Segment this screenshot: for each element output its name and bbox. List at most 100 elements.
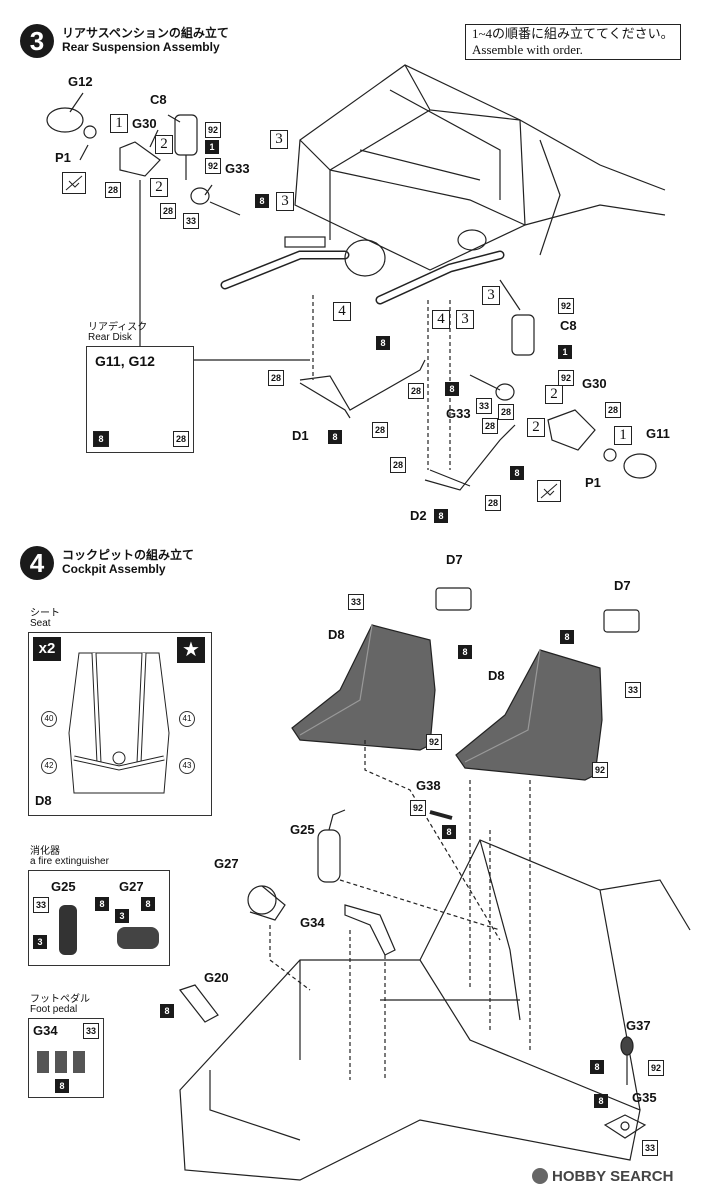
no-glue-icon bbox=[62, 172, 86, 194]
color-code-28: 28 bbox=[485, 495, 501, 511]
pedal-icon bbox=[55, 1051, 67, 1073]
part-label-d1: D1 bbox=[292, 428, 309, 443]
color-code-8: 8 bbox=[141, 897, 155, 911]
step3-title-jp: リアサスペンションの組み立て bbox=[62, 26, 229, 40]
step3-title-en: Rear Suspension Assembly bbox=[62, 40, 220, 54]
step4-number-badge: 4 bbox=[20, 546, 54, 580]
seat-part-label: D8 bbox=[35, 793, 52, 808]
pedal-icon bbox=[37, 1051, 49, 1073]
part-label-g20: G20 bbox=[204, 970, 229, 985]
order-mark-4: 4 bbox=[432, 310, 450, 329]
order-mark-2: 2 bbox=[150, 178, 168, 197]
color-code-33: 33 bbox=[348, 594, 364, 610]
extinguisher-g27-label: G27 bbox=[119, 879, 144, 894]
color-code-8: 8 bbox=[434, 509, 448, 523]
pedal-g34-label: G34 bbox=[33, 1023, 58, 1038]
color-code-8: 8 bbox=[255, 194, 269, 208]
part-label-g30: G30 bbox=[132, 116, 157, 131]
color-code-28: 28 bbox=[498, 404, 514, 420]
decal-41: 41 bbox=[179, 711, 195, 727]
color-code-33: 33 bbox=[625, 682, 641, 698]
color-code-8: 8 bbox=[594, 1094, 608, 1108]
color-code-28: 28 bbox=[408, 383, 424, 399]
color-code-8: 8 bbox=[95, 897, 109, 911]
color-code-92: 92 bbox=[558, 370, 574, 386]
color-code-8: 8 bbox=[376, 336, 390, 350]
color-code-28: 28 bbox=[105, 182, 121, 198]
color-code-33: 33 bbox=[183, 213, 199, 229]
color-code-8: 8 bbox=[93, 431, 109, 447]
color-code-8: 8 bbox=[590, 1060, 604, 1074]
order-mark-3: 3 bbox=[276, 192, 294, 211]
color-code-28: 28 bbox=[173, 431, 189, 447]
color-code-28: 28 bbox=[482, 418, 498, 434]
color-code-8: 8 bbox=[458, 645, 472, 659]
decal-43: 43 bbox=[179, 758, 195, 774]
color-code-92: 92 bbox=[648, 1060, 664, 1076]
step4-title-en: Cockpit Assembly bbox=[62, 562, 166, 576]
part-label-d8a: D8 bbox=[328, 627, 345, 642]
color-code-33: 33 bbox=[642, 1140, 658, 1156]
part-label-g35: G35 bbox=[632, 1090, 657, 1105]
part-label-g34: G34 bbox=[300, 915, 325, 930]
color-code-8: 8 bbox=[560, 630, 574, 644]
color-code-8: 8 bbox=[160, 1004, 174, 1018]
step4-title-jp: コックピットの組み立て bbox=[62, 548, 195, 562]
seat-belt-drawing bbox=[68, 652, 170, 794]
seat-title-en: Seat bbox=[30, 618, 51, 629]
color-code-28: 28 bbox=[372, 422, 388, 438]
part-label-g25: G25 bbox=[290, 822, 315, 837]
order-mark-3: 3 bbox=[482, 286, 500, 305]
order-mark-1: 1 bbox=[614, 426, 632, 445]
color-code-92: 92 bbox=[592, 762, 608, 778]
star-icon: ★ bbox=[177, 637, 205, 663]
part-label-d2: D2 bbox=[410, 508, 427, 523]
color-code-3: 3 bbox=[115, 909, 129, 923]
pedal-title-jp: フットペダル bbox=[30, 994, 90, 1005]
color-code-33: 33 bbox=[33, 897, 49, 913]
hobby-search-logo-icon bbox=[532, 1168, 548, 1184]
extinguisher-panel: G25 G27 33 8 8 3 3 bbox=[28, 870, 170, 966]
part-label-c8b: C8 bbox=[560, 318, 577, 333]
part-label-g12: G12 bbox=[68, 74, 93, 89]
seat-panel: x2 ★ 40 41 42 43 D8 bbox=[28, 632, 212, 816]
part-label-g38: G38 bbox=[416, 778, 441, 793]
color-code-33: 33 bbox=[83, 1023, 99, 1039]
color-code-28: 28 bbox=[605, 402, 621, 418]
color-code-28: 28 bbox=[390, 457, 406, 473]
order-mark-3: 3 bbox=[456, 310, 474, 329]
part-label-c8: C8 bbox=[150, 92, 167, 107]
part-label-g30b: G30 bbox=[582, 376, 607, 391]
color-code-1: 1 bbox=[205, 140, 219, 154]
part-label-g33: G33 bbox=[225, 161, 250, 176]
color-code-8: 8 bbox=[442, 825, 456, 839]
color-code-92: 92 bbox=[558, 298, 574, 314]
rear-disk-parts: G11, G12 bbox=[95, 353, 155, 369]
step3-drawing bbox=[46, 64, 666, 491]
color-code-92: 92 bbox=[205, 158, 221, 174]
part-label-g11: G11 bbox=[646, 426, 670, 441]
part-label-g27: G27 bbox=[214, 856, 239, 871]
part-label-p1b: P1 bbox=[585, 475, 601, 490]
rear-disk-title-jp: リアディスク bbox=[88, 322, 148, 333]
pedal-panel: G34 33 8 bbox=[28, 1018, 104, 1098]
watermark-brand: HOBBY SEARCH bbox=[552, 1168, 674, 1185]
part-label-d7a: D7 bbox=[446, 552, 463, 567]
order-mark-1: 1 bbox=[110, 114, 128, 133]
color-code-3: 3 bbox=[33, 935, 47, 949]
part-label-g37: G37 bbox=[626, 1018, 651, 1033]
extinguisher-bottle-icon bbox=[59, 905, 77, 955]
color-code-8: 8 bbox=[510, 466, 524, 480]
order-mark-4: 4 bbox=[333, 302, 351, 321]
color-code-28: 28 bbox=[268, 370, 284, 386]
seat-title-jp: シート bbox=[30, 608, 60, 619]
seat-quantity-badge: x2 bbox=[33, 637, 61, 661]
color-code-92: 92 bbox=[410, 800, 426, 816]
order-mark-2: 2 bbox=[155, 135, 173, 154]
no-glue-icon bbox=[537, 480, 561, 502]
order-mark-2: 2 bbox=[527, 418, 545, 437]
step3-number-badge: 3 bbox=[20, 24, 54, 58]
part-label-d7b: D7 bbox=[614, 578, 631, 593]
rear-disk-title-en: Rear Disk bbox=[88, 332, 132, 343]
color-code-33: 33 bbox=[476, 398, 492, 414]
